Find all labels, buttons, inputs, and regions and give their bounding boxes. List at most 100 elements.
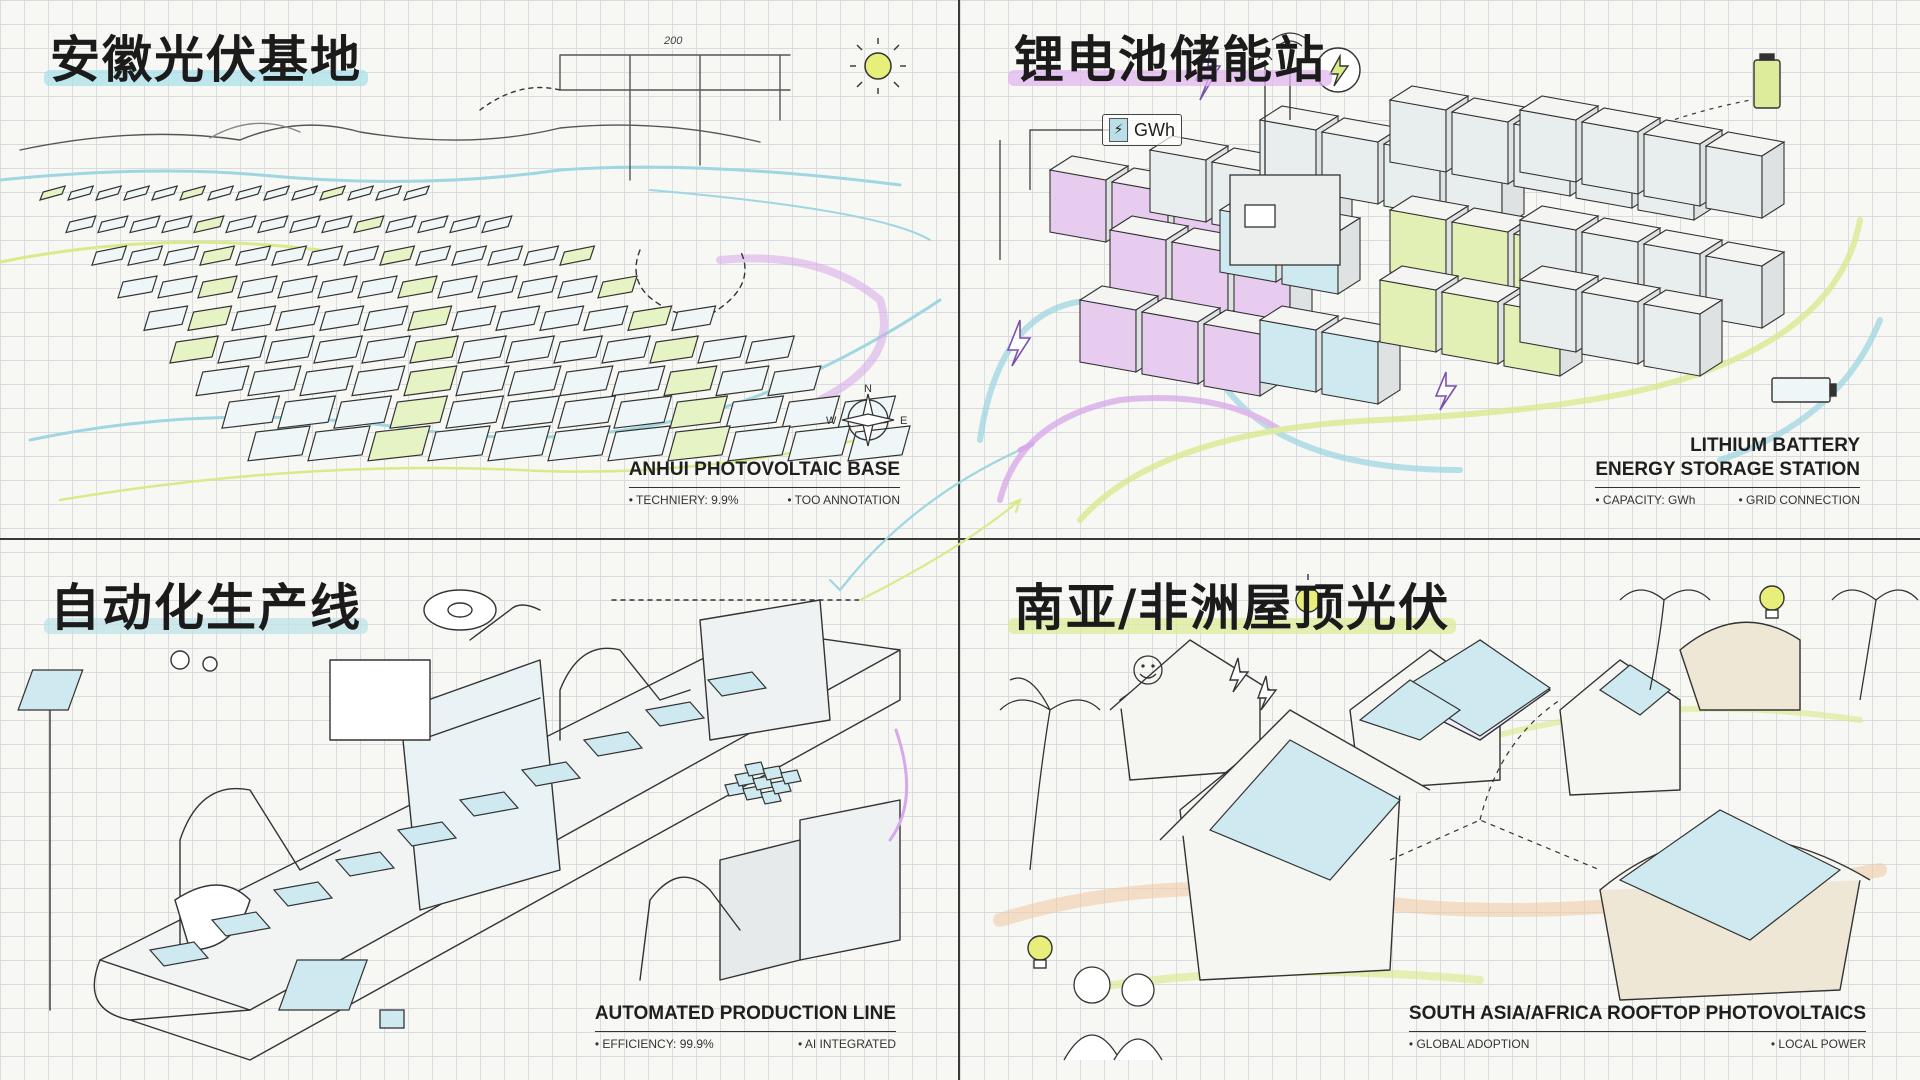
chip-icon — [17, 669, 405, 1029]
rooftop-solar-panel — [1618, 809, 1842, 941]
meta-item: LOCAL POWER — [1771, 1037, 1866, 1051]
battery-icon — [1753, 53, 1837, 403]
stacked-panel — [780, 769, 802, 785]
solar-panel — [613, 395, 673, 429]
solar-panel — [495, 305, 541, 332]
control-building — [1229, 54, 1341, 266]
solar-panel — [357, 275, 398, 299]
solar-panel — [607, 425, 671, 462]
meta-item: AI INTEGRATED — [798, 1037, 896, 1051]
battery-container — [1079, 299, 1137, 373]
quadrant-battery-storage: 锂电池储能站 ⚡ GWh LITHIUM BATTERY ENERGY STOR… — [960, 0, 1920, 540]
solar-panel — [455, 365, 510, 397]
smiley-icon — [1133, 655, 1163, 685]
container-side — [1699, 298, 1723, 378]
solar-panel — [745, 335, 796, 364]
sun-rays — [850, 38, 906, 94]
solar-panel — [143, 305, 189, 332]
battery-container — [1581, 121, 1639, 195]
caption-rooftop: SOUTH ASIA/AFRICA ROOFTOP PHOTOVOLTAICS … — [1408, 1002, 1866, 1051]
solar-panel — [547, 425, 611, 462]
rooftop-solar-panel — [1208, 739, 1401, 881]
solar-panel — [417, 215, 449, 234]
solar-panel — [427, 425, 491, 462]
solar-panel — [262, 185, 291, 201]
meta-row: TECHNIERY: 9.9% TOO ANNOTATION — [629, 493, 900, 507]
solar-panel — [197, 275, 238, 299]
solar-panel — [343, 245, 380, 266]
solar-panel — [671, 305, 717, 332]
meta-item: GRID CONNECTION — [1738, 493, 1860, 507]
battery-container — [1321, 331, 1379, 405]
solar-panel — [557, 275, 598, 299]
solar-panel — [221, 395, 281, 429]
battery-container — [1643, 303, 1701, 377]
solar-panel — [206, 185, 235, 201]
battery-container — [1581, 291, 1639, 365]
solar-panel — [157, 275, 198, 299]
solar-panel — [351, 365, 406, 397]
solar-panel — [445, 395, 505, 429]
solar-panel — [727, 425, 791, 462]
solar-panel — [539, 305, 585, 332]
solar-panel — [627, 305, 673, 332]
solar-panel — [449, 215, 481, 234]
lightning-icon: ⚡ — [1109, 118, 1128, 142]
solar-panel — [697, 335, 748, 364]
solar-panel — [290, 185, 319, 201]
battery-container — [1441, 291, 1499, 365]
battery-container — [1451, 111, 1509, 185]
solar-panel — [601, 335, 652, 364]
solar-panel — [178, 185, 207, 201]
solar-panel — [507, 365, 562, 397]
solar-panel — [553, 335, 604, 364]
solar-panel — [318, 185, 347, 201]
solar-panel — [649, 335, 700, 364]
english-title: AUTOMATED PRODUCTION LINE — [594, 1002, 896, 1032]
solar-panel — [94, 185, 123, 201]
solar-panel — [667, 425, 731, 462]
solar-panel — [346, 185, 375, 201]
solar-panel — [127, 245, 164, 266]
stacked-panel — [762, 765, 784, 781]
solar-panel — [225, 215, 257, 234]
english-title: LITHIUM BATTERY ENERGY STORAGE STATION — [1595, 434, 1860, 488]
battery-container — [1389, 99, 1447, 173]
caption-battery: LITHIUM BATTERY ENERGY STORAGE STATION C… — [1595, 434, 1860, 507]
solar-panel — [389, 395, 449, 429]
vertical-divider — [958, 0, 960, 1080]
solar-panel — [247, 425, 311, 462]
rooftop-solar-panel — [1398, 639, 1552, 737]
solar-panel — [559, 245, 596, 266]
solar-panel — [321, 215, 353, 234]
solar-panel — [396, 821, 458, 847]
horizontal-divider — [0, 538, 1920, 540]
quadrant-rooftop-pv: 南亚/非洲屋顶光伏 SOUTH ASIA/AFRICA ROOFTOP PHOT… — [960, 540, 1920, 1080]
page-title-rooftop: 南亚/非洲屋顶光伏 — [1007, 576, 1457, 640]
solar-panel — [379, 245, 416, 266]
solar-panel — [397, 275, 438, 299]
solar-panel — [501, 395, 561, 429]
solar-panel — [319, 305, 365, 332]
solar-panel — [307, 245, 344, 266]
solar-panel — [481, 215, 513, 234]
battery-container — [1259, 319, 1317, 393]
palm-trees — [999, 589, 1919, 871]
dimension-label: 200 — [663, 35, 683, 47]
solar-panel — [313, 335, 364, 364]
page-title-anhui: 安徽光伏基地 — [44, 28, 368, 92]
compass-north: N — [864, 383, 872, 395]
battery-container — [1519, 109, 1577, 183]
solar-panel — [505, 335, 556, 364]
people-icon — [1063, 966, 1163, 1061]
container-side — [1761, 250, 1785, 330]
meta-item: CAPACITY: GWh — [1595, 493, 1695, 507]
solar-panel — [277, 395, 337, 429]
quadrant-production-line: 自动化生产线 AUTOMATED PRODUCTION LINE EFFICIE… — [0, 540, 960, 1080]
solar-panel — [265, 335, 316, 364]
solar-panel — [523, 245, 560, 266]
solar-panel — [333, 395, 393, 429]
solar-panel — [289, 215, 321, 234]
solar-panel — [361, 335, 412, 364]
quadrant-anhui-pv-base: 200 N W E 安徽光伏基地 ANHUI PHOTOVOLTAIC BASE… — [0, 0, 960, 540]
